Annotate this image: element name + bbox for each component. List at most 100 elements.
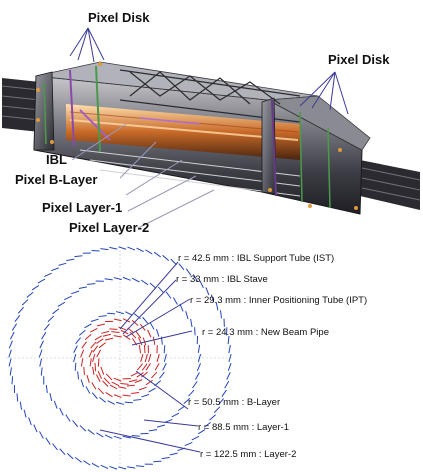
stave-segment [91, 392, 98, 400]
stave-segment [153, 460, 162, 463]
stave-segment [73, 345, 78, 353]
stave-segment [74, 362, 77, 371]
stave-segment [89, 358, 92, 367]
pixel-layer-1-label: Pixel Layer-1 [42, 200, 122, 215]
stave-segment [197, 344, 201, 354]
stave-segment [227, 336, 230, 345]
stave-segment [131, 320, 139, 326]
stave-segment [57, 301, 66, 307]
stave-segment [92, 366, 95, 375]
stave-segment [190, 318, 193, 328]
stave-segment [196, 363, 201, 372]
stave-segment [118, 386, 127, 389]
stave-segment [104, 337, 114, 341]
stave-segment [138, 337, 143, 346]
stave-segment [147, 329, 152, 338]
stave-segment [145, 379, 153, 386]
stave-segment [215, 302, 219, 311]
stave-segment [221, 389, 227, 397]
stave-segment [163, 345, 166, 354]
stave-segment [122, 276, 131, 281]
stave-segment [218, 398, 224, 406]
stave-segment [8, 349, 12, 358]
stave-segment [77, 371, 80, 380]
stave-segment [170, 258, 177, 266]
stave-segment [83, 367, 85, 376]
stave-segment [111, 381, 120, 387]
stave-segment [209, 414, 216, 421]
stave-segment [104, 278, 113, 281]
stave-segment [213, 406, 221, 413]
stave-segment [136, 247, 144, 253]
stave-segment [129, 379, 138, 383]
stave-segment [44, 272, 52, 278]
stave-segment [80, 358, 84, 367]
stave-segment [116, 311, 124, 315]
stave-segment [136, 372, 144, 378]
stave-segment [161, 456, 170, 460]
stave-segment [14, 314, 21, 323]
stave-segment [142, 316, 149, 324]
stave-segment [136, 465, 145, 468]
stave-segment [40, 367, 43, 376]
stave-segment [109, 384, 118, 390]
stave-segment [78, 286, 88, 290]
ist-radius-label: r = 42.5 mm : IBL Support Tube (IST) [178, 253, 334, 264]
stave-segment [192, 274, 198, 282]
stave-segment [141, 363, 148, 371]
stave-segment [101, 330, 110, 334]
b-layer-radius-label: r = 50.5 mm : B-Layer [188, 397, 280, 408]
stave-segment [165, 291, 172, 299]
stave-segment [123, 334, 131, 340]
ipt-radius-label: r = 29.3 mm : Inner Positioning Tube (IP… [190, 295, 367, 306]
stave-segment [86, 375, 90, 383]
stave-segment [228, 353, 232, 363]
stave-segment [105, 391, 113, 398]
stave-segment [100, 464, 109, 469]
right-cable-bundle [360, 160, 421, 210]
stave-segment [197, 353, 202, 363]
stave-segment [104, 434, 113, 439]
stave-segment [109, 465, 118, 470]
stave-segment [9, 331, 15, 340]
ibl-label: IBL [46, 152, 67, 167]
stave-segment [8, 340, 13, 349]
stave-segment [105, 373, 113, 381]
stave-segment [145, 249, 153, 255]
stave-segment [97, 370, 102, 379]
stave-segment [194, 327, 196, 336]
stave-segment [39, 431, 44, 439]
stave-segment [85, 386, 91, 394]
stave-segment [9, 367, 12, 376]
stave-segment [96, 374, 101, 382]
top-leader-lines [69, 27, 349, 229]
stave-segment [73, 354, 77, 362]
stave-segment [49, 392, 53, 402]
stave-segment [31, 284, 40, 291]
stave-segment [131, 435, 140, 437]
stave-segment [141, 371, 148, 378]
stave-segment [149, 282, 157, 289]
stave-segment [188, 389, 195, 397]
stave-segment [52, 308, 60, 315]
stave-segment [144, 353, 148, 363]
stave-segment [113, 435, 122, 440]
stave-segment [141, 394, 150, 398]
stave-segment [156, 424, 166, 428]
stave-segment [71, 290, 80, 295]
stave-segment [16, 393, 19, 402]
stave-segment [130, 371, 139, 377]
stave-segment [113, 277, 122, 281]
stave-segment [43, 323, 50, 331]
stave-segment [17, 306, 24, 314]
stave-segment [177, 405, 186, 412]
stave-segment [45, 437, 51, 445]
stave-segment [90, 341, 97, 349]
stave-segment [100, 366, 105, 375]
stave-segment [91, 462, 100, 468]
stave-segment [11, 323, 18, 331]
stave-segment [143, 344, 146, 354]
layer-2-radius-label: r = 122.5 mm : Layer-2 [200, 449, 296, 460]
stave-segment [226, 372, 231, 380]
stave-segment [228, 344, 231, 354]
